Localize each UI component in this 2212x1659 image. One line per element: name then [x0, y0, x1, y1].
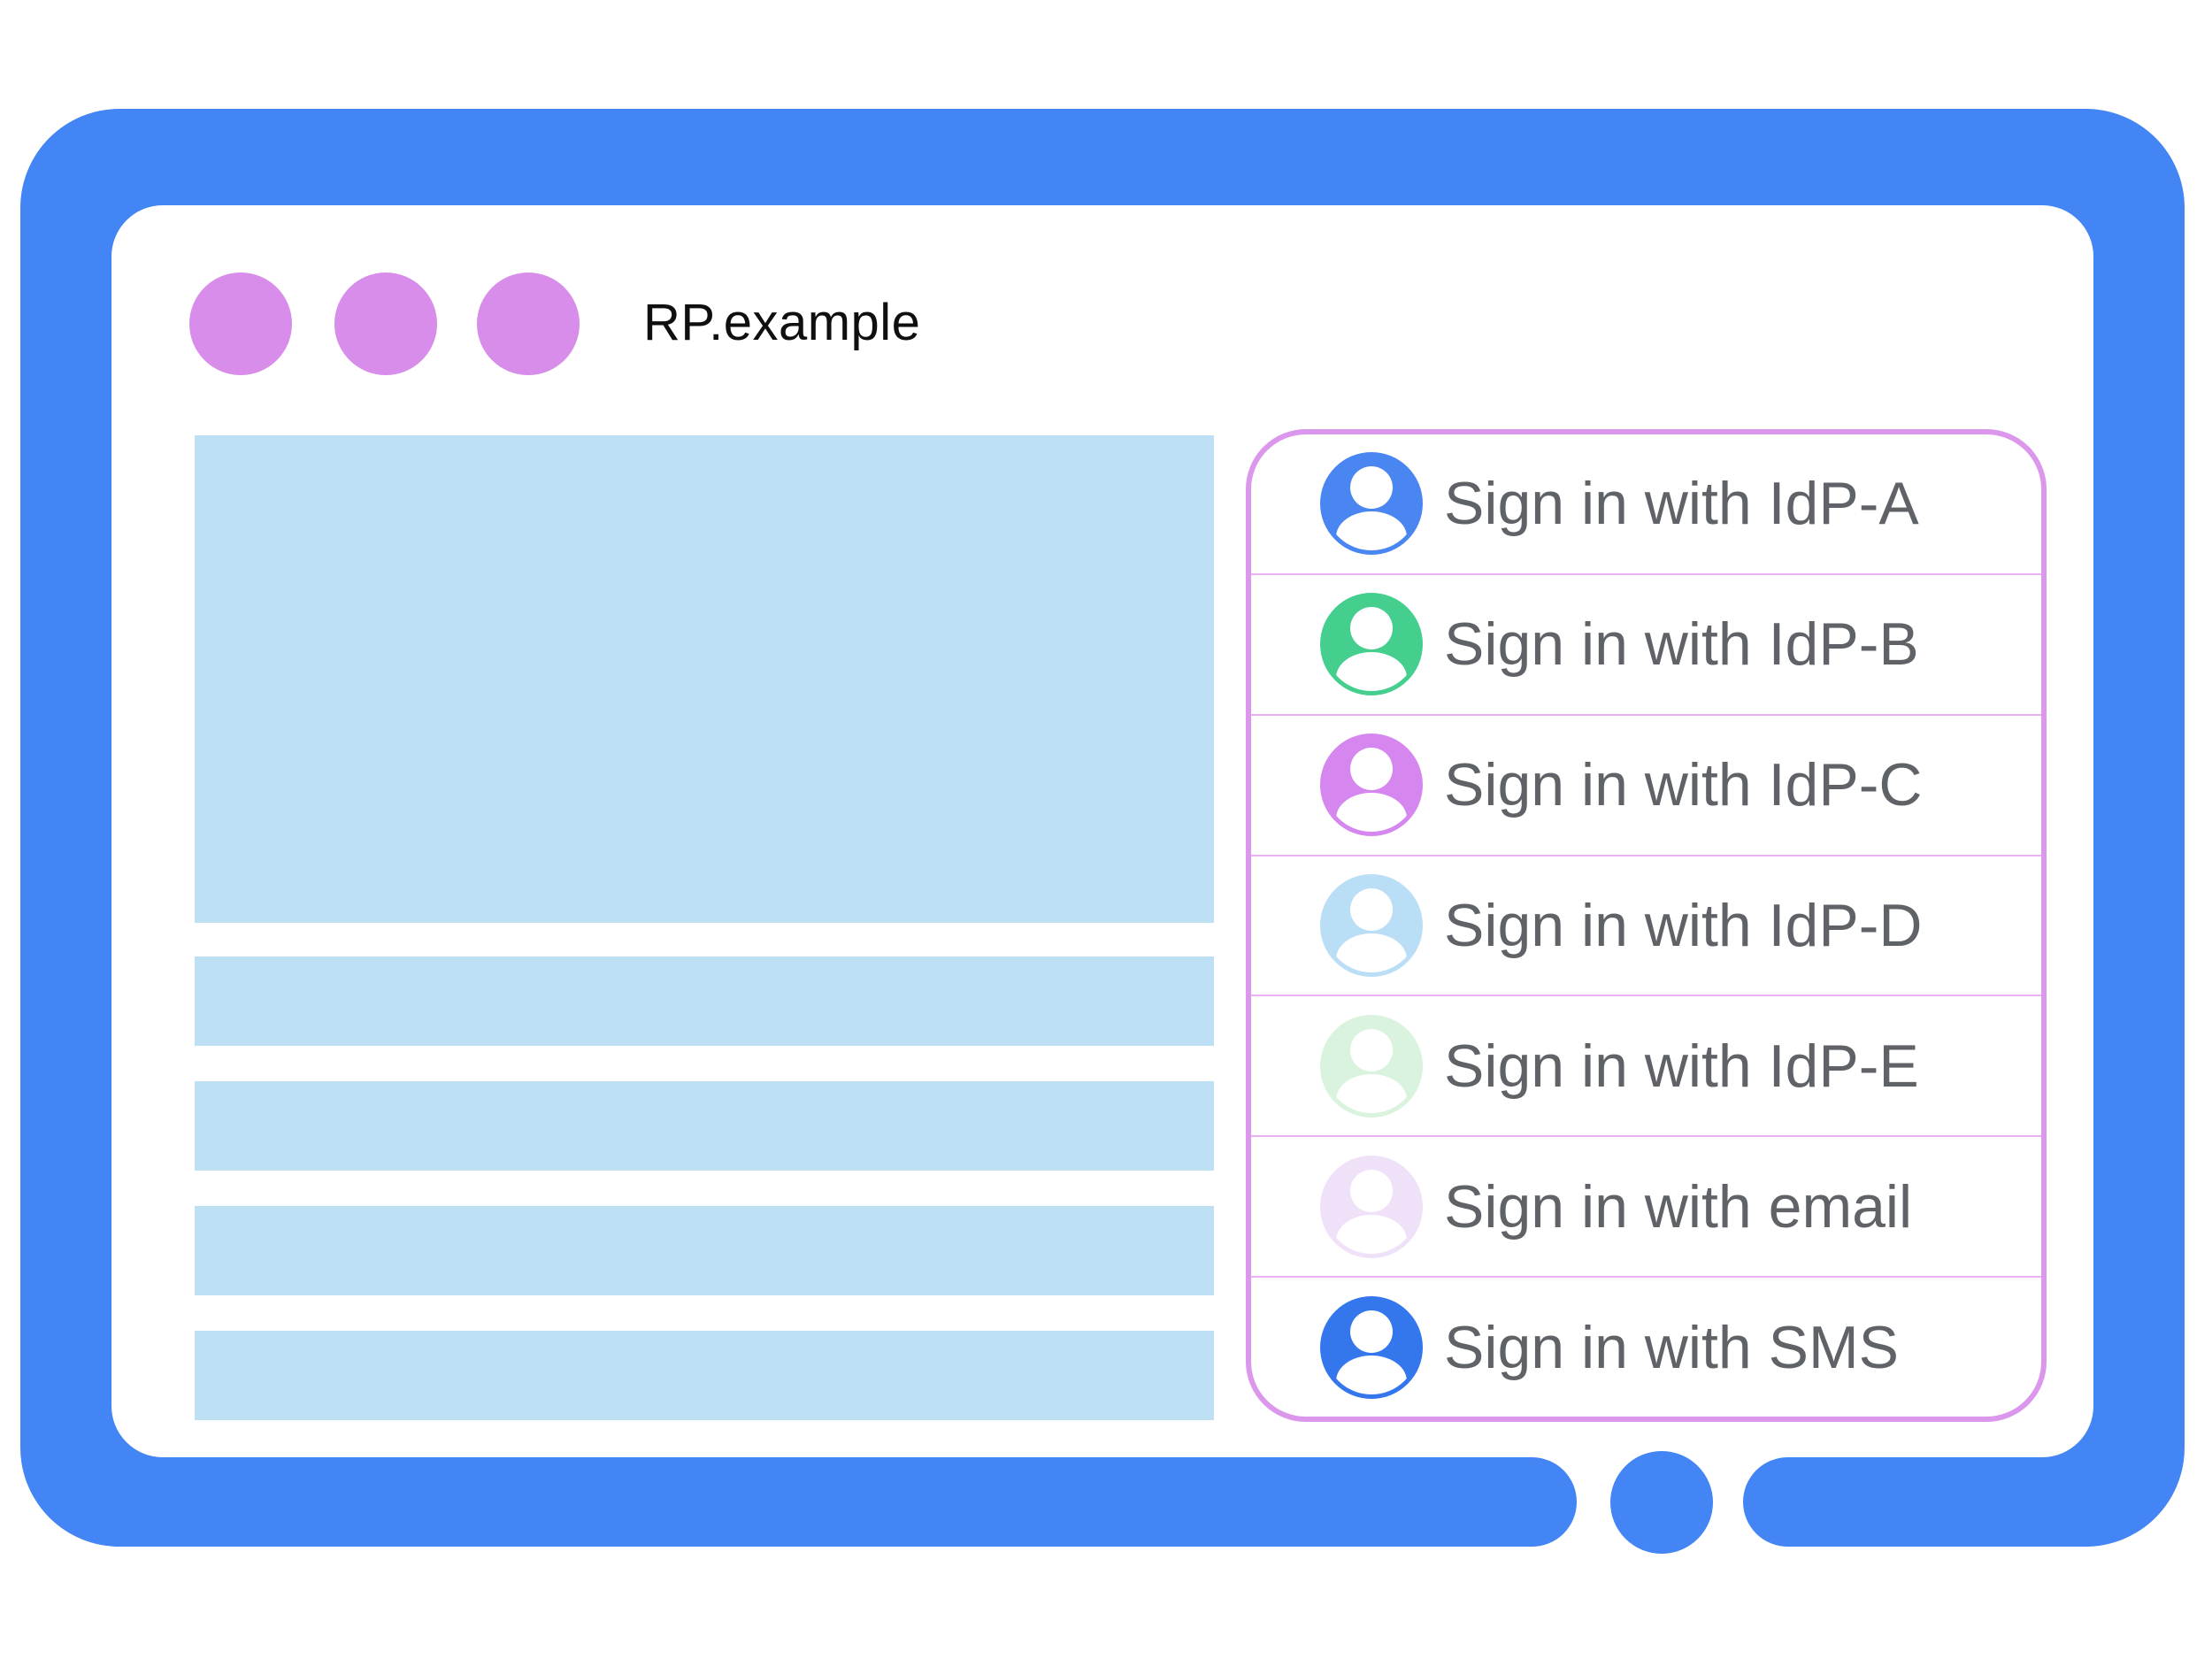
window-control-dot	[189, 273, 292, 375]
user-avatar-icon	[1320, 593, 1423, 696]
content-placeholder-hero	[195, 435, 1214, 923]
user-avatar-icon	[1320, 1014, 1423, 1118]
user-avatar-icon	[1320, 1295, 1423, 1399]
signin-option[interactable]: Sign in with SMS	[1251, 1276, 2041, 1417]
signin-option-label: Sign in with IdP-D	[1444, 892, 1923, 959]
signin-option-label: Sign in with IdP-C	[1444, 751, 1923, 819]
signin-option-label: Sign in with IdP-E	[1444, 1032, 1919, 1100]
window-control-dot	[477, 273, 580, 375]
signin-panel: Sign in with IdP-A Sign in with IdP-B Sign…	[1246, 429, 2047, 1422]
signin-option-label: Sign in with SMS	[1444, 1313, 1899, 1381]
signin-option[interactable]: Sign in with IdP-C	[1251, 713, 2041, 855]
user-avatar-icon	[1320, 1155, 1423, 1258]
signin-option-label: Sign in with IdP-B	[1444, 611, 1919, 679]
signin-option[interactable]: Sign in with IdP-A	[1251, 434, 2041, 573]
signin-option[interactable]: Sign in with email	[1251, 1135, 2041, 1276]
content-placeholder-bar	[195, 1081, 1214, 1171]
signin-option[interactable]: Sign in with IdP-E	[1251, 995, 2041, 1135]
site-title: RP.example	[643, 294, 921, 351]
user-avatar-icon	[1320, 452, 1423, 556]
frame-notch-dot	[1610, 1451, 1713, 1554]
content-placeholder-bar	[195, 956, 1214, 1046]
window-control-dot	[334, 273, 437, 375]
user-avatar-icon	[1320, 733, 1423, 837]
user-avatar-icon	[1320, 874, 1423, 977]
signin-option[interactable]: Sign in with IdP-B	[1251, 572, 2041, 714]
content-placeholder-bar	[195, 1331, 1214, 1420]
signin-option-label: Sign in with email	[1444, 1172, 1913, 1240]
signin-option[interactable]: Sign in with IdP-D	[1251, 854, 2041, 995]
content-placeholder-bar	[195, 1206, 1214, 1295]
signin-option-label: Sign in with IdP-A	[1444, 470, 1919, 538]
